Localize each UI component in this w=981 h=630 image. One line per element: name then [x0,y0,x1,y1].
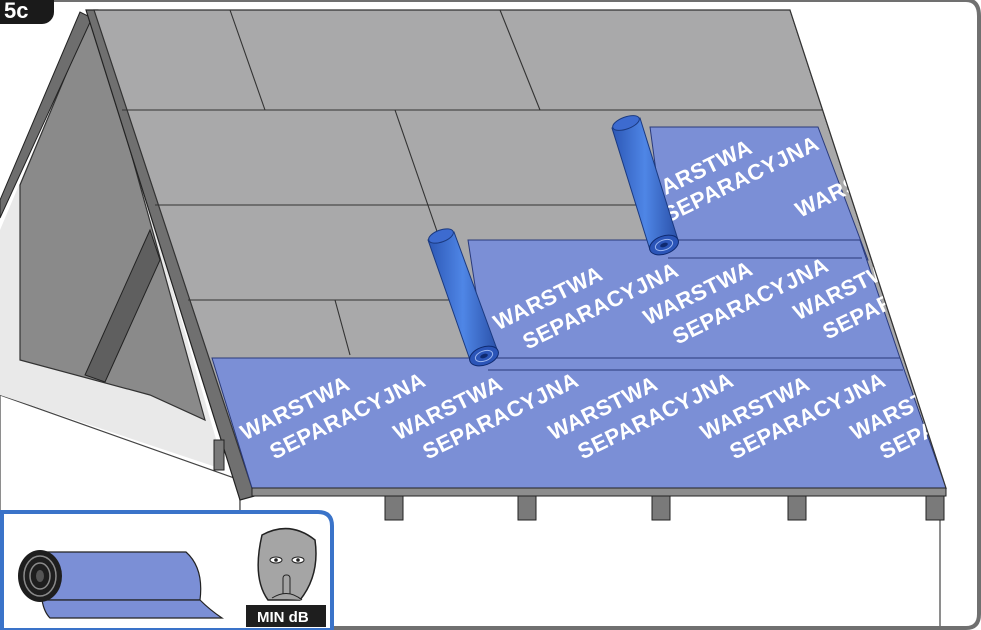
min-db-badge: MIN dB [257,609,309,626]
side-wall [240,495,940,630]
step-badge: 5c [0,0,54,24]
eave-board [252,488,946,496]
roll-illustration [18,550,222,618]
inset-panel: MIN dB [2,512,332,630]
quiet-face-icon [258,529,316,600]
